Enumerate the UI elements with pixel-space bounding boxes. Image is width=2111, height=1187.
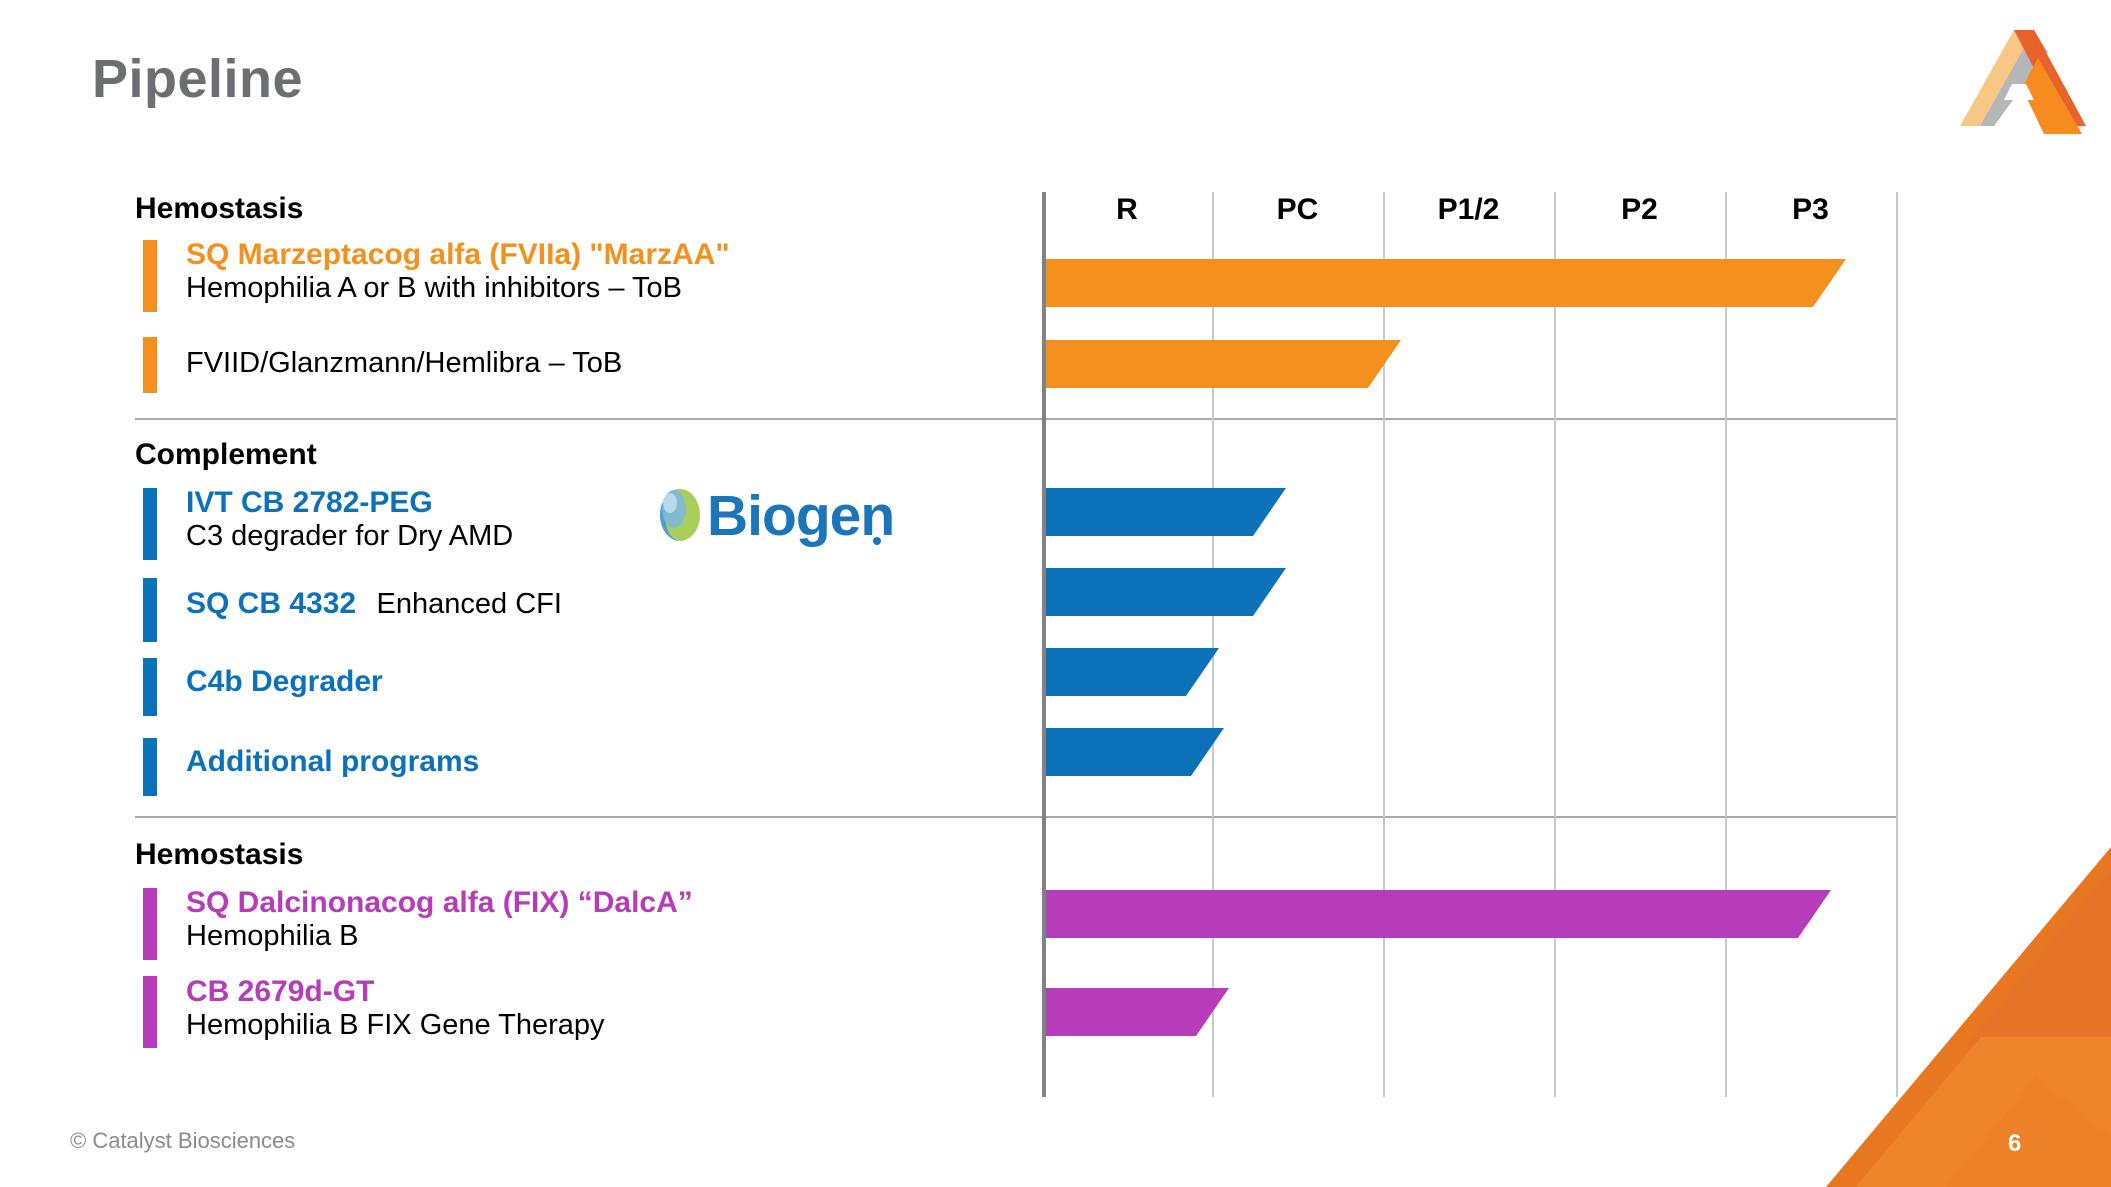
program-name-additional: Additional programs [186,745,480,778]
pipeline-chart: R PC P1/2 P2 P3 [1042,192,1898,1097]
row-marker-cb4332 [143,578,157,642]
row-marker-dalca [143,888,157,960]
program-inline-cb4332: Enhanced CFI [376,588,562,620]
bar-fviid [1046,340,1401,388]
program-desc-marzaa: Hemophilia A or B with inhibitors – ToB [186,272,682,305]
column-header-p12: P1/2 [1437,193,1500,226]
biogen-trademark-dot-icon [873,537,881,545]
row-marker-c4b [143,658,157,716]
column-header-p3: P3 [1792,193,1829,226]
column-header-r: R [1116,193,1138,226]
bar-cb2679 [1046,988,1229,1036]
program-additional: Additional programs [186,745,479,779]
row-marker-additional [143,738,157,796]
column-header-p2: P2 [1621,193,1658,226]
bar-additional [1046,728,1224,776]
program-name-cb2679: CB 2679d-GT [186,975,375,1008]
copyright-notice: © Catalyst Biosciences [70,1128,296,1153]
program-name-c4b: C4b Degrader [186,665,383,698]
program-cb2782: IVT CB 2782-PEG C3 degrader for Dry AMD [186,486,513,553]
section-divider-1 [135,418,1898,420]
chart-axis-line [1042,192,1046,1097]
program-name-marzaa: SQ Marzeptacog alfa (FVIIa) "MarzAA" [186,238,730,271]
section-title-hemostasis-1: Hemostasis [135,192,304,225]
bar-c4b [1046,648,1219,696]
program-cb4332: SQ CB 4332 Enhanced CFI [186,587,562,621]
program-c4b: C4b Degrader [186,665,383,699]
bar-cb2782 [1046,488,1286,536]
row-marker-cb2782 [143,488,157,560]
program-marzaa: SQ Marzeptacog alfa (FVIIa) "MarzAA" Hem… [186,238,730,305]
program-name-dalca: SQ Dalcinonacog alfa (FIX) “DalcA” [186,886,693,919]
bar-dalca [1046,890,1831,938]
gridline-1 [1212,192,1214,1097]
row-marker-fviid [143,337,157,393]
catalyst-a-logo-icon [1952,22,2094,140]
program-desc-fviid: FVIID/Glanzmann/Hemlibra – ToB [186,347,623,379]
row-marker-marzaa [143,240,157,312]
biogen-wordmark: Biogen [707,484,895,548]
program-desc-dalca: Hemophilia B [186,920,359,953]
section-divider-2 [135,816,1898,818]
program-name-cb4332: SQ CB 4332 [186,587,357,620]
page-number: 6 [2008,1130,2022,1157]
gridline-2 [1383,192,1385,1097]
orange-triangle-decoration-icon [1826,847,2111,1187]
program-desc-cb2679: Hemophilia B FIX Gene Therapy [186,1009,605,1042]
gridline-3 [1554,192,1556,1097]
gridline-4 [1725,192,1727,1097]
page-title: Pipeline [92,49,304,109]
program-cb2679: CB 2679d-GT Hemophilia B FIX Gene Therap… [186,975,605,1042]
column-header-pc: PC [1276,193,1319,226]
gridline-5 [1896,192,1898,1097]
program-fviid: FVIID/Glanzmann/Hemlibra – ToB [186,347,622,380]
program-dalca: SQ Dalcinonacog alfa (FIX) “DalcA” Hemop… [186,886,693,953]
bar-cb4332 [1046,568,1286,616]
section-title-hemostasis-2: Hemostasis [135,838,304,871]
row-marker-cb2679 [143,976,157,1048]
bar-marzaa [1046,259,1846,307]
program-name-cb2782: IVT CB 2782-PEG [186,486,433,519]
biogen-logo-icon: Biogen [655,484,895,555]
program-desc-cb2782: C3 degrader for Dry AMD [186,520,514,553]
section-title-complement: Complement [135,438,317,471]
